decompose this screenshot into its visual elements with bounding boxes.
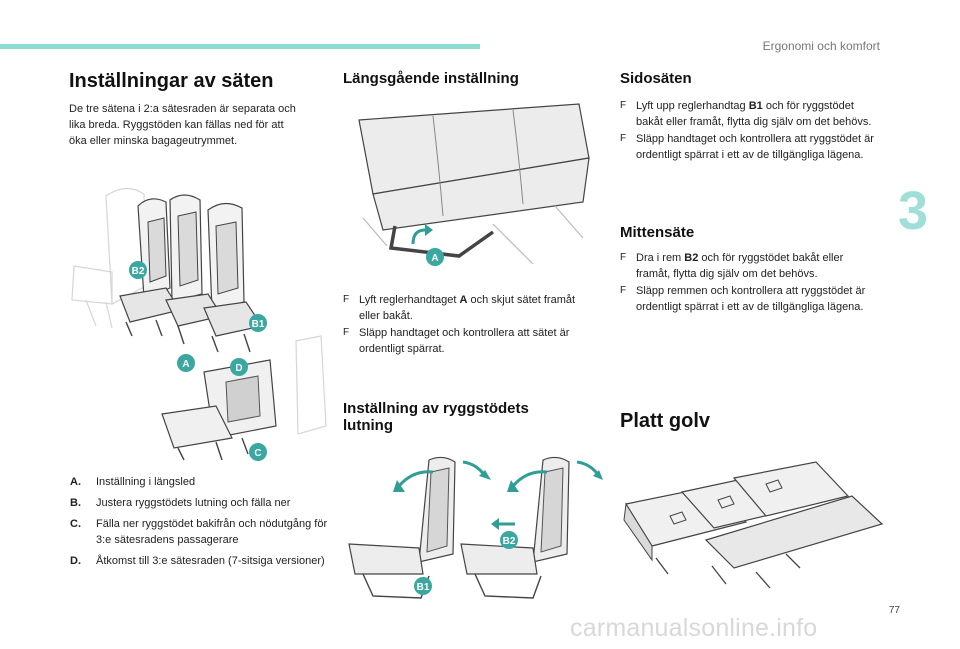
bullet-mark: F	[620, 285, 627, 296]
bullet-mark: F	[343, 294, 350, 305]
header-accent-bar	[0, 44, 480, 49]
seat-rails	[125, 319, 251, 353]
section-title-flat-floor: Platt golv	[620, 410, 711, 432]
tilt-arrow-forward-head	[593, 470, 603, 480]
tilt-arrow-back	[511, 470, 548, 488]
callout-b2-label: B2	[132, 266, 145, 277]
callout-b2: B2	[500, 531, 518, 549]
rail-outline	[362, 205, 584, 265]
longitudinal-adjust-illustration: A	[358, 103, 590, 266]
backrest-tilt-illustration: B1 B2	[348, 456, 603, 599]
legend-list: A. Inställning i längsled B. Justera ryggs…	[70, 474, 330, 574]
chapter-number: 3	[898, 181, 929, 241]
third-row-seat-panel	[225, 375, 261, 423]
bullet-mark: F	[620, 100, 627, 111]
legend-text: Inställning i längsled	[96, 476, 196, 488]
section-title-middle-seat: Mittensäte	[620, 224, 695, 241]
middle-seat-panel	[540, 467, 564, 553]
side-seat-panel	[426, 467, 450, 553]
seatback-padding	[147, 211, 239, 295]
middle-seat-base	[474, 573, 542, 599]
bullet-mark: F	[343, 327, 350, 338]
legend-item: B. Justera ryggstödets lutning och fälla …	[70, 495, 330, 511]
callout-c: C	[249, 443, 267, 461]
seat-cushion-closeup	[358, 103, 590, 231]
callout-d: D	[230, 358, 248, 376]
callout-a: A	[426, 248, 444, 266]
legend-text: Justera ryggstödets lutning och fälla ne…	[96, 497, 291, 509]
tilt-arrow-forward-head	[479, 470, 491, 480]
second-row-cushions	[119, 287, 263, 337]
bullet-mark: F	[620, 133, 627, 144]
tilt-arrow-back-head	[393, 480, 405, 492]
tilt-arrow-back-head	[507, 480, 519, 492]
section-title-longitudinal: Längsgående inställning	[343, 70, 519, 87]
third-row-rails	[177, 437, 249, 461]
cushion-seams	[432, 109, 524, 217]
release-bar	[388, 225, 495, 258]
section-title-seat-settings: Inställningar av säten	[69, 70, 274, 92]
legend-text: Fälla ner ryggstödet bakifrån och nödutg…	[96, 518, 328, 546]
legend-key: C.	[70, 518, 81, 530]
legend-key: A.	[70, 476, 81, 488]
boot-floor-panel	[704, 495, 884, 569]
intro-line: De tre sätena i 2:a sätesraden är separa…	[69, 103, 296, 115]
intro-line: lika breda. Ryggstöden kan fällas ned fö…	[69, 119, 284, 131]
legend-key: D.	[70, 555, 81, 567]
callout-b1: B1	[249, 314, 267, 332]
flat-floor-illustration	[623, 461, 884, 589]
tilt-arrow-back	[397, 470, 434, 488]
section-title-side-seats: Sidosäten	[620, 70, 692, 87]
intro-paragraph: De tre sätena i 2:a sätesraden är separa…	[69, 101, 329, 149]
seat-rails	[655, 553, 801, 589]
headrest-recesses	[669, 479, 783, 525]
callout-d-label: D	[235, 363, 242, 374]
legend-text: Åtkomst till 3:e sätesraden (7-sitsiga v…	[96, 555, 325, 567]
legend-key: B.	[70, 497, 81, 509]
callout-b2: B2	[129, 261, 147, 279]
lift-arrow-head	[425, 224, 433, 236]
callout-b2-label: B2	[503, 536, 516, 547]
callout-b1: B1	[414, 577, 432, 595]
legend-item: A. Inställning i längsled	[70, 474, 330, 490]
bullet-mark: F	[620, 252, 627, 263]
second-row-seats-illustration: B2 B1 A D C	[71, 187, 327, 461]
folded-seatbacks	[625, 461, 850, 547]
callout-b1-label: B1	[252, 319, 265, 330]
callout-c-label: C	[254, 448, 261, 459]
callout-a-label: A	[431, 253, 438, 264]
lift-arrow	[411, 228, 426, 245]
intro-line: öka eller minska bagageutrymmet.	[69, 135, 238, 147]
strap-pull-arrow-head	[491, 518, 499, 530]
callout-b1-label: B1	[417, 582, 430, 593]
chapter-title: Ergonomi och komfort	[762, 39, 880, 53]
callout-a: A	[177, 354, 195, 372]
folded-seatback-sides	[623, 502, 653, 562]
legend-item: D. Åtkomst till 3:e sätesraden (7-sitsiga…	[70, 553, 330, 569]
watermark: carmanualsonline.info	[570, 614, 818, 642]
legend-item: C. Fälla ner ryggstödet bakifrån och nödu…	[70, 516, 330, 548]
callout-a-label: A	[182, 359, 189, 370]
section-title-backrest-tilt: Inställning av ryggstödets lutning	[343, 400, 529, 434]
page-number: 77	[888, 605, 900, 616]
